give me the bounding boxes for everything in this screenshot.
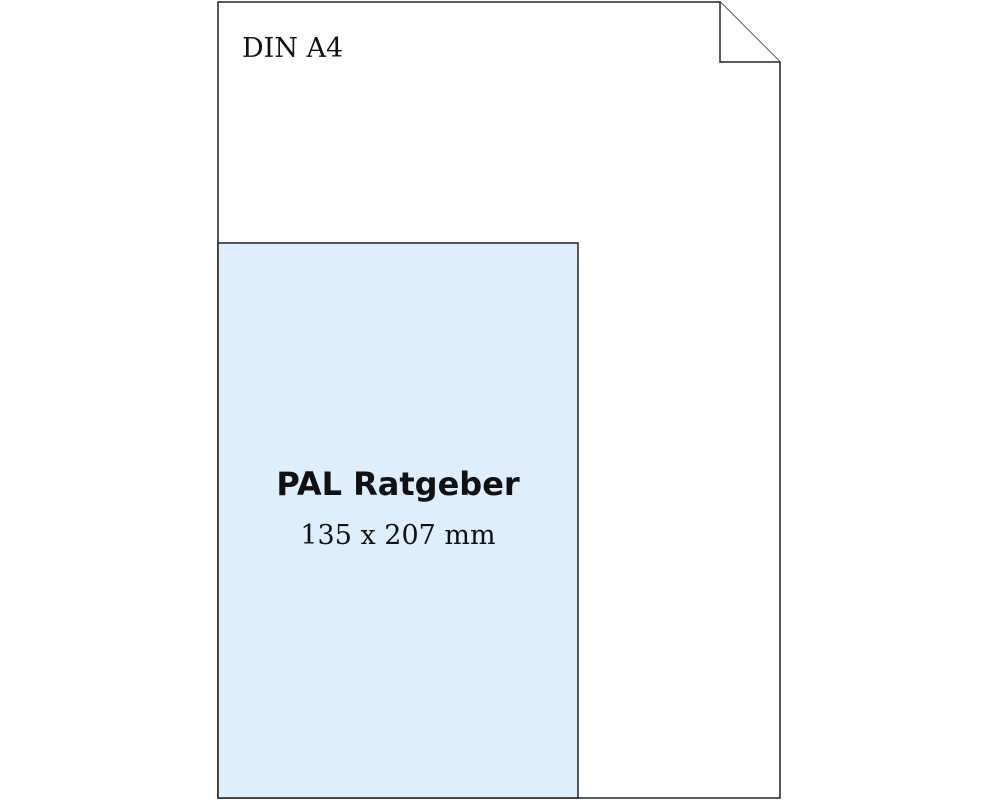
- pal-ratgeber-dimensions: 135 x 207 mm: [300, 520, 495, 551]
- pal-ratgeber-title: PAL Ratgeber: [276, 465, 520, 503]
- folded-corner-icon: [719, 2, 780, 63]
- din-a4-label: DIN A4: [242, 33, 343, 64]
- pal-ratgeber-sheet: PAL Ratgeber 135 x 207 mm: [217, 242, 579, 799]
- pal-ratgeber-rect: [217, 242, 579, 799]
